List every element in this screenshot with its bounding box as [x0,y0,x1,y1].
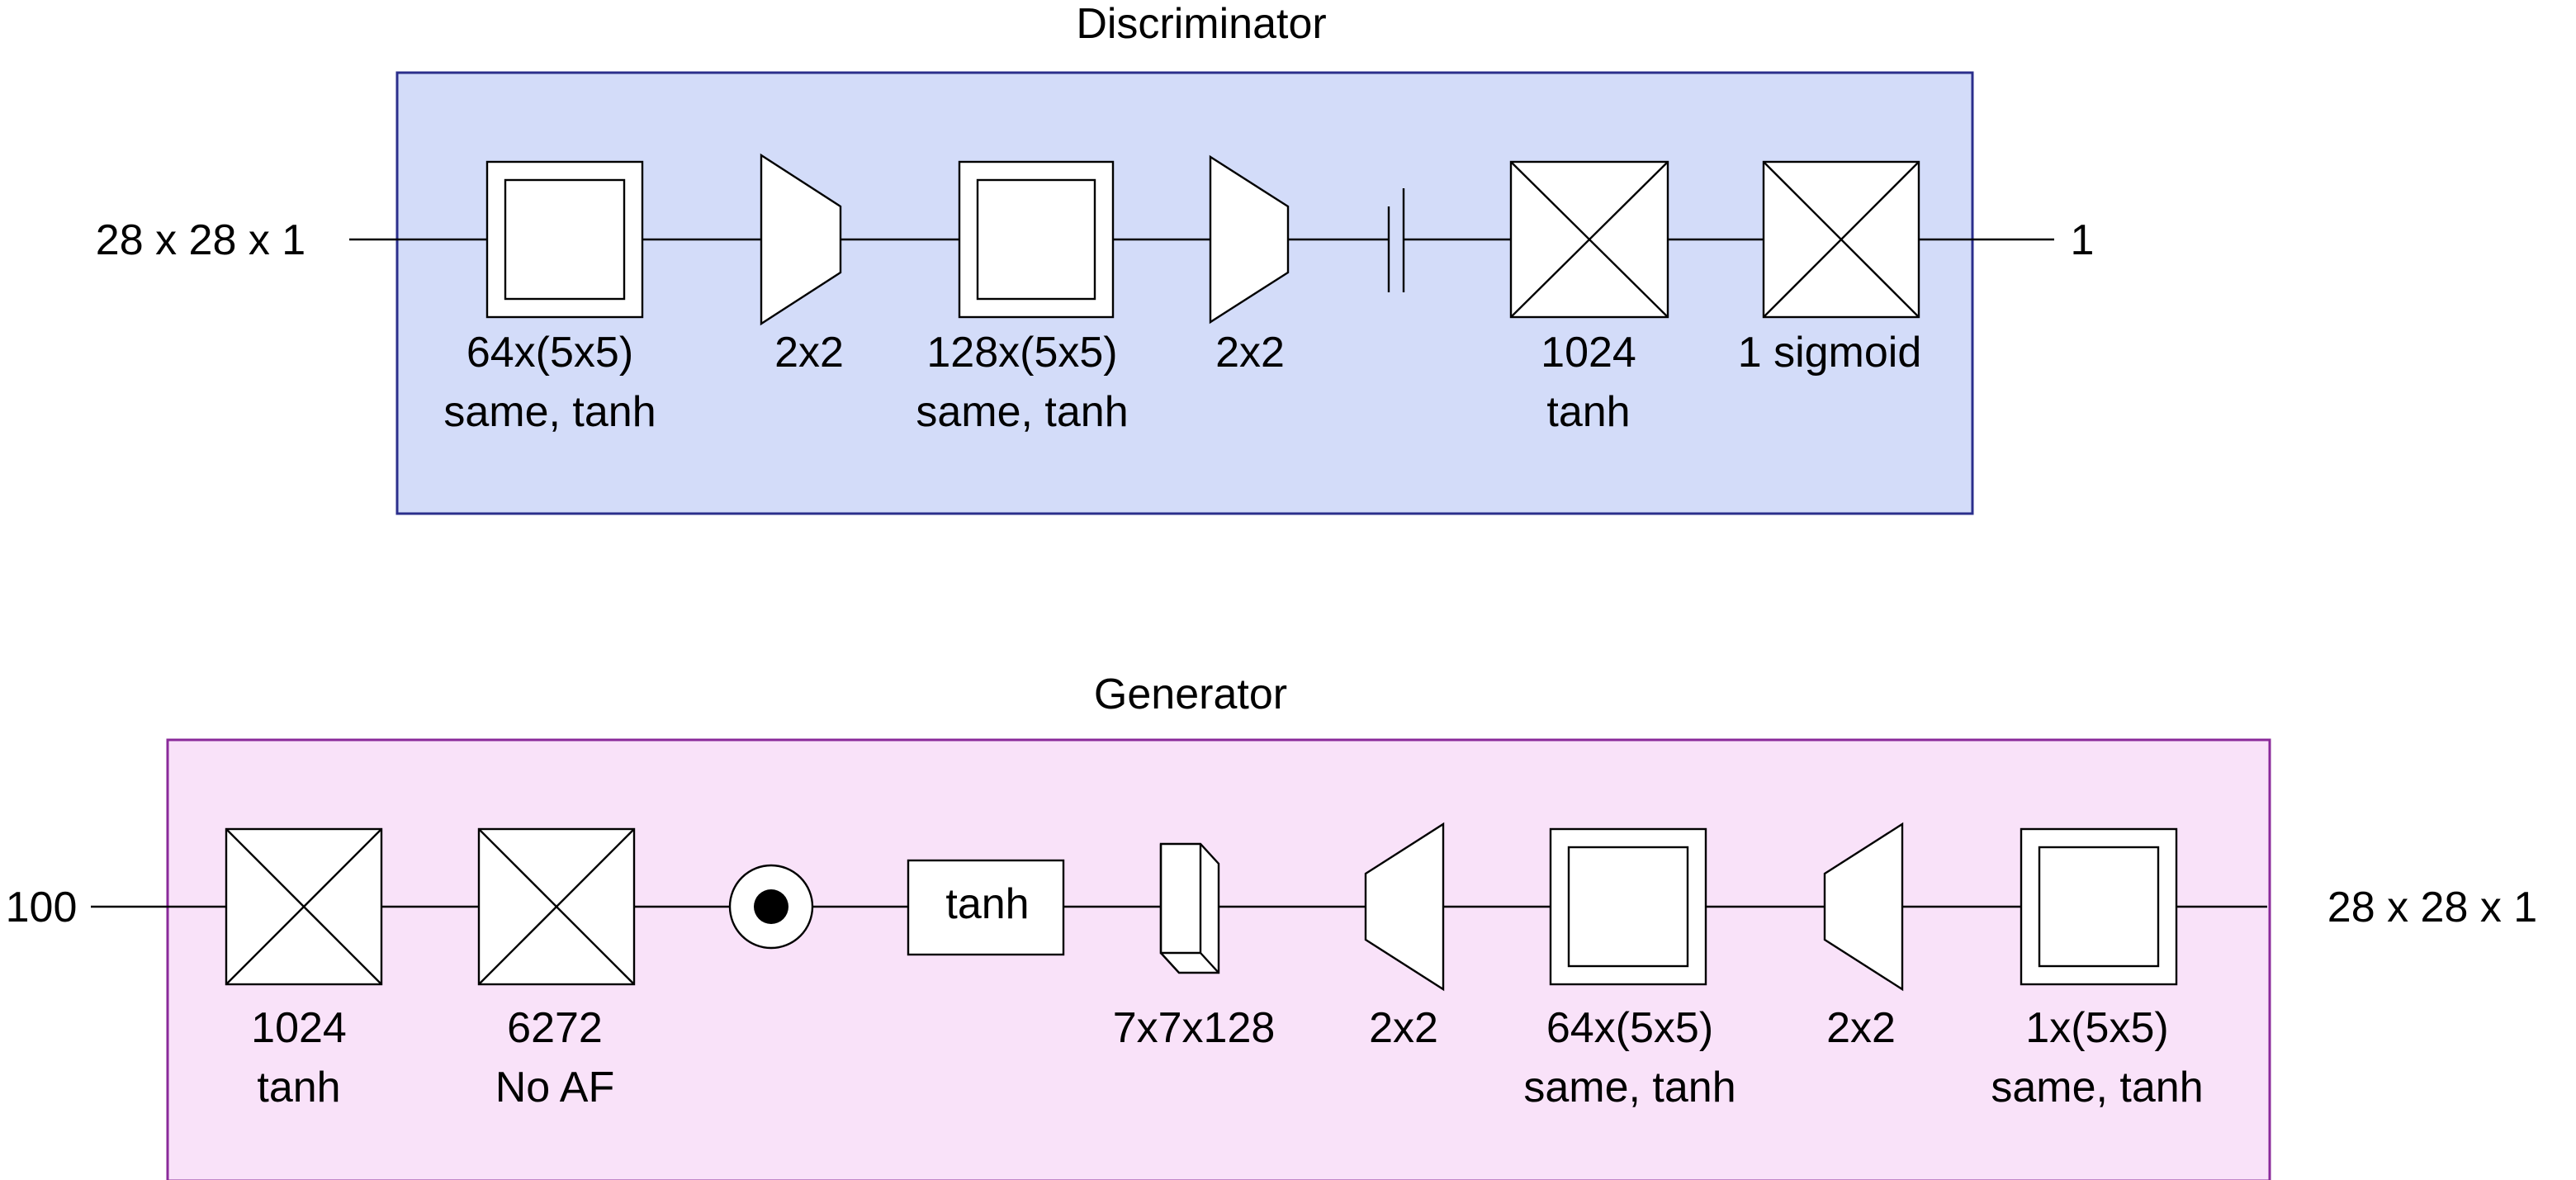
discriminator-layer-pool-1: 2x2 [760,153,844,377]
generator-layer-activation: tanh [907,859,1065,956]
generator-layer-upsample-2: 2x2 [1823,822,1904,1052]
layer-label-line2: same, tanh [1991,1064,2203,1111]
generator-section: Generator 100 28 x 28 x 1 1024 tanh [6,671,2537,1180]
generator-layer-conv-1: 64x(5x5) same, tanh [1523,827,1736,1111]
generator-layer-dense-1: 1024 tanh [225,827,383,1111]
layer-label-line1: 2x2 [1369,1004,1438,1052]
layer-label-line2: same, tanh [916,388,1128,436]
conv-icon [485,160,644,319]
layer-label-line1: 1x(5x5) [2025,1004,2168,1052]
discriminator-section: Discriminator 28 x 28 x 1 1 64x(5x5) sam… [96,0,2095,515]
generator-layer-batchnorm [728,864,814,950]
dense-icon [1762,160,1920,319]
reshape-icon [1159,842,1220,974]
generator-input-label: 100 [6,884,78,931]
conv-icon [2020,827,2178,986]
discriminator-input-label: 28 x 28 x 1 [96,216,305,264]
layer-label-line1: 2x2 [1215,329,1285,377]
layer-label-line2: same, tanh [1523,1064,1735,1111]
discriminator-layer-pool-2: 2x2 [1209,154,1290,377]
conv-icon [958,160,1115,319]
generator-output-label: 28 x 28 x 1 [2327,884,2537,931]
pool-icon [1209,154,1290,325]
activation-icon [907,859,1065,956]
layer-label-line1: 2x2 [1826,1004,1896,1052]
upsample-icon [1823,822,1904,992]
upsample-icon [1364,822,1445,992]
layer-label-line1: 2x2 [774,329,844,377]
layer-label-line1: 1024 [251,1004,347,1052]
generator-layer-reshape: 7x7x128 [1113,842,1276,1052]
generator-layer-dense-2: 6272 No AF [477,827,636,1111]
layer-label-line2: same, tanh [443,388,656,436]
pool-icon [760,153,842,326]
layer-label-line1: 1024 [1541,329,1636,377]
dense-icon [477,827,636,986]
generator-layer-conv-2: 1x(5x5) same, tanh [1991,827,2204,1111]
discriminator-panel [395,71,1974,515]
discriminator-layer-dense-1: 1024 tanh [1509,160,1669,436]
layer-label-line2: tanh [257,1064,340,1111]
discriminator-layer-flatten [1387,188,1405,292]
layer-label-line2: tanh [1546,388,1630,436]
dense-icon [225,827,383,986]
layer-label-line1: 1 sigmoid [1738,329,1922,377]
flatten-icon [1387,188,1405,292]
activation-box-label: tanh [945,880,1029,928]
generator-title: Generator [1094,671,1287,718]
batchnorm-icon [728,864,814,950]
layer-label-line1: 7x7x128 [1113,1004,1276,1052]
discriminator-title: Discriminator [1076,0,1326,48]
discriminator-layer-conv-1: 64x(5x5) same, tanh [443,160,656,436]
layer-label-line2: No AF [495,1064,615,1111]
layer-label-line1: 128x(5x5) [926,329,1117,377]
discriminator-layer-dense-2: 1 sigmoid [1738,160,1922,377]
layer-label-line1: 64x(5x5) [466,329,633,377]
layer-label-line1: 6272 [507,1004,603,1052]
discriminator-output-label: 1 [2071,216,2095,264]
conv-icon [1549,827,1707,986]
dense-icon [1509,160,1669,319]
discriminator-layer-conv-2: 128x(5x5) same, tanh [916,160,1129,436]
layer-label-line1: 64x(5x5) [1546,1004,1713,1052]
generator-layer-upsample-1: 2x2 [1364,822,1445,1052]
